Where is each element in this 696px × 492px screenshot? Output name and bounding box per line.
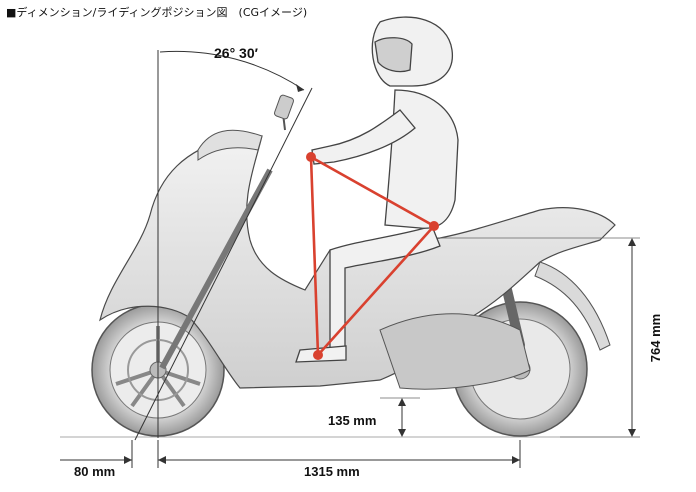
clearance-arrow-bottom (398, 429, 406, 437)
rider-triangle (306, 152, 439, 360)
engine-unit (379, 313, 531, 390)
front-fork (159, 168, 273, 370)
mirror (274, 94, 294, 120)
clearance-arrow-top (398, 398, 406, 406)
trail-arrow (124, 456, 132, 464)
steering-axis-line (134, 87, 313, 441)
seat-height-arrow-bottom (628, 429, 636, 437)
caster-angle-label: 26° 30′ (214, 45, 259, 61)
caster-angle-arc (159, 50, 305, 91)
ground-clearance-label: 135 mm (328, 413, 376, 428)
wheelbase-arrow (512, 456, 520, 464)
rider (295, 16, 459, 363)
rear-fender (534, 261, 611, 351)
caster-arc-arrowhead (296, 84, 304, 92)
windshield (197, 129, 263, 161)
seat-height-arrow-top (628, 238, 636, 246)
diagram-title: ■ディメンション/ライディングポジション図 (CGイメージ) (6, 6, 308, 19)
seat-height-label: 764 mm (648, 314, 663, 362)
wheelbase-label: 1315 mm (304, 464, 360, 479)
trail-label: 80 mm (74, 464, 115, 479)
